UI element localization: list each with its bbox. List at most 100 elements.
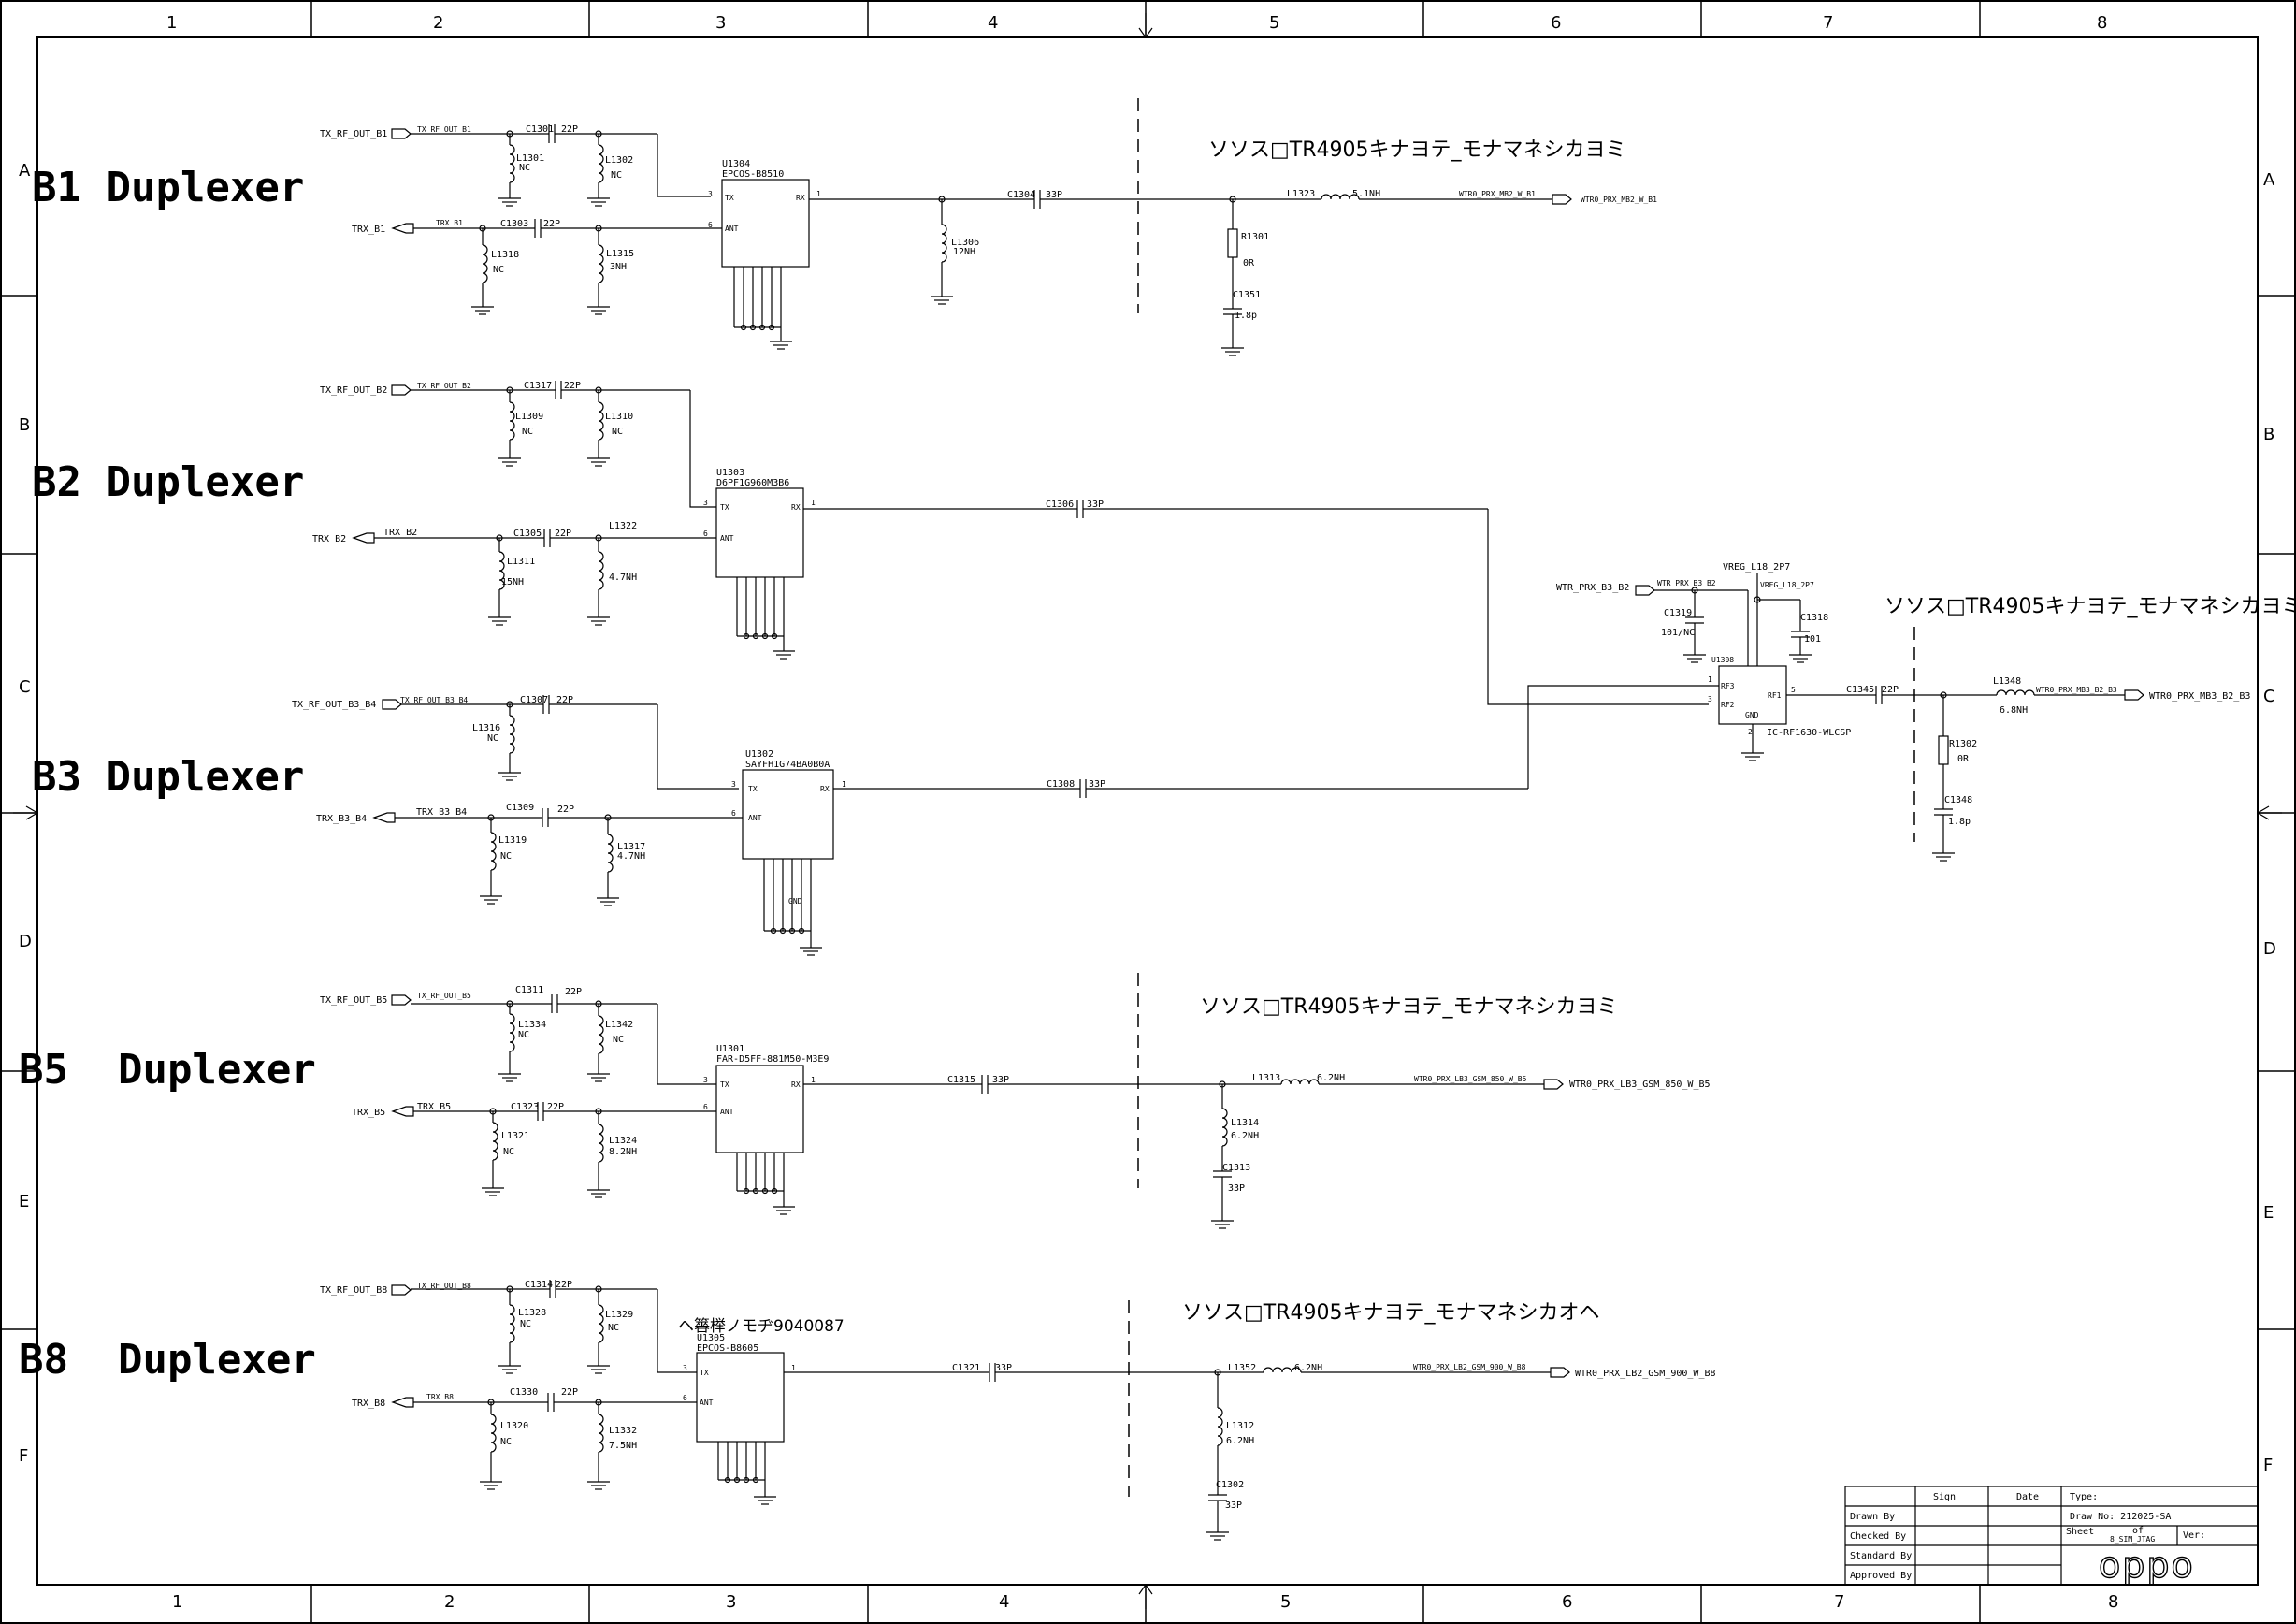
- port-label: TX_RF_OUT_B3_B4: [292, 700, 376, 710]
- port-out-b8[interactable]: [1550, 1367, 1570, 1378]
- port-label: TX_RF_OUT_B1: [320, 129, 387, 139]
- section-title-b3: B3 Duplexer: [32, 753, 304, 801]
- net-label: WTR0_PRX_MB3_B2_B3: [2036, 686, 2117, 694]
- pin-label: RF2: [1721, 701, 1735, 709]
- inductor-coil: [509, 715, 515, 754]
- row-label: F: [19, 1446, 28, 1466]
- part-ref: L1313: [1252, 1073, 1280, 1083]
- part-ref: C1345: [1846, 685, 1874, 695]
- inductor-coil: [598, 244, 604, 283]
- part-ref: L1319: [498, 835, 527, 846]
- port-tx-b5[interactable]: [391, 994, 412, 1006]
- title-block: Sign Date Type: Drawn By Checked By Stan…: [1844, 1486, 2259, 1587]
- part-value: 22P: [556, 1280, 572, 1290]
- part-ref: C1311: [515, 985, 543, 995]
- pin-label: RX: [796, 194, 805, 202]
- section-title-b5: B5 Duplexer: [19, 1046, 316, 1094]
- part-ref: L1329: [605, 1310, 633, 1320]
- row-label: D: [19, 932, 32, 951]
- port-tx-b2[interactable]: [391, 384, 412, 396]
- ground-symbol: [498, 197, 521, 207]
- port-trx-b1[interactable]: [391, 223, 414, 234]
- pin-label: RF1: [1768, 691, 1782, 700]
- ground-symbol: [480, 1481, 502, 1490]
- part-value: 1.8p: [1235, 311, 1257, 321]
- part-ref: C1314: [525, 1280, 553, 1290]
- port-out-b5[interactable]: [1543, 1079, 1564, 1090]
- ground-symbol: [587, 306, 610, 315]
- port-out-b1[interactable]: [1552, 194, 1572, 205]
- pin-label: TX: [700, 1369, 709, 1377]
- part-value: 33P: [1228, 1183, 1245, 1194]
- chip-u1301[interactable]: [715, 1065, 804, 1153]
- ground-symbol: [931, 296, 953, 305]
- ground-symbol: [1206, 1531, 1229, 1541]
- pin-label: ANT: [748, 814, 762, 822]
- part-value: 22P: [555, 529, 571, 539]
- col-labels-bottom: 1 2 3 4 5 6 7 8: [172, 1592, 2118, 1612]
- part-value: 22P: [557, 805, 574, 815]
- part-ref: C1302: [1216, 1480, 1244, 1490]
- port-tx-b1[interactable]: [391, 128, 412, 139]
- pin-label: ANT: [720, 1108, 734, 1116]
- part-value: 6.2NH: [1226, 1436, 1254, 1446]
- part-value: 0R: [1243, 258, 1255, 268]
- net-label: TX_RF_OUT_B1: [417, 125, 471, 134]
- net-label: TRX B5: [417, 1102, 451, 1112]
- port-trx-b2[interactable]: [352, 532, 375, 544]
- col-label: 7: [1834, 1592, 1844, 1612]
- part-ref: L1352: [1228, 1363, 1256, 1373]
- net-label: TRX B3 B4: [416, 807, 467, 818]
- row-label: A: [19, 161, 31, 181]
- ground-symbol: [587, 616, 610, 626]
- center-markers: [13, 13, 2282, 1609]
- ground-symbol: [1932, 852, 1955, 862]
- port-trx-b8[interactable]: [391, 1397, 414, 1408]
- resistor: [1938, 735, 1949, 765]
- part-value: NC: [500, 1437, 512, 1447]
- tb-ver: Ver:: [2183, 1530, 2205, 1541]
- ground-symbol: [587, 457, 610, 467]
- net-label: TX_RF_OUT_B3_B4: [400, 696, 468, 704]
- inductor-coil: [482, 244, 488, 283]
- note-b3: ソソス□TR4905キナヨテ_モナマネシカヨミ: [1884, 595, 2296, 618]
- ground-symbol: [1789, 654, 1812, 663]
- part-ref: U1303: [716, 468, 744, 478]
- part-ref: C1318: [1800, 613, 1828, 623]
- note-b8: ソソス□TR4905キナヨテ_モナマネシカオヘ: [1182, 1301, 1600, 1325]
- inductor-coil: [509, 144, 515, 183]
- port-out-b3[interactable]: [2124, 689, 2144, 701]
- part-value: 5.1NH: [1352, 189, 1380, 199]
- pin-num: 3: [683, 1364, 687, 1372]
- pin-label: ANT: [720, 534, 734, 543]
- pin-num: 1: [811, 499, 816, 507]
- pin-num: 6: [683, 1394, 687, 1402]
- chip-gnd-pins: [733, 267, 792, 350]
- port-trx-b5[interactable]: [391, 1106, 414, 1117]
- ground-symbol: [587, 1481, 610, 1490]
- part-ref: U1301: [716, 1044, 744, 1054]
- chip-u1302[interactable]: [742, 769, 834, 860]
- port-label: TRX_B2: [312, 534, 346, 544]
- pin-label: ANT: [700, 1399, 714, 1407]
- part-value: NC: [518, 1030, 529, 1040]
- chip-u1304[interactable]: [721, 179, 810, 268]
- part-ref: L1306: [951, 238, 979, 248]
- row-label: B: [2263, 425, 2274, 444]
- port-tx-b8[interactable]: [391, 1284, 412, 1296]
- port-wtr-b3[interactable]: [1635, 585, 1655, 596]
- port-label: WTR_PRX_B3_B2: [1556, 583, 1629, 593]
- pin-label: GND: [1745, 711, 1759, 719]
- pin-num: 2: [1748, 728, 1753, 736]
- ground-symbol: [1211, 1220, 1234, 1229]
- chip-u1305[interactable]: [696, 1352, 785, 1443]
- chip-u1303[interactable]: [715, 487, 804, 578]
- port-tx-b3[interactable]: [382, 699, 402, 710]
- part-value: 22P: [561, 124, 578, 135]
- port-trx-b3[interactable]: [372, 812, 396, 823]
- part-ref: L1318: [491, 250, 519, 260]
- part-value: 12NH: [953, 247, 975, 257]
- tb-standard-by: Standard By: [1850, 1551, 1912, 1561]
- b8-circuit: TX_RF_OUT_B8 TX_RF_OUT_B8 C1314 22P L132…: [320, 1280, 1716, 1541]
